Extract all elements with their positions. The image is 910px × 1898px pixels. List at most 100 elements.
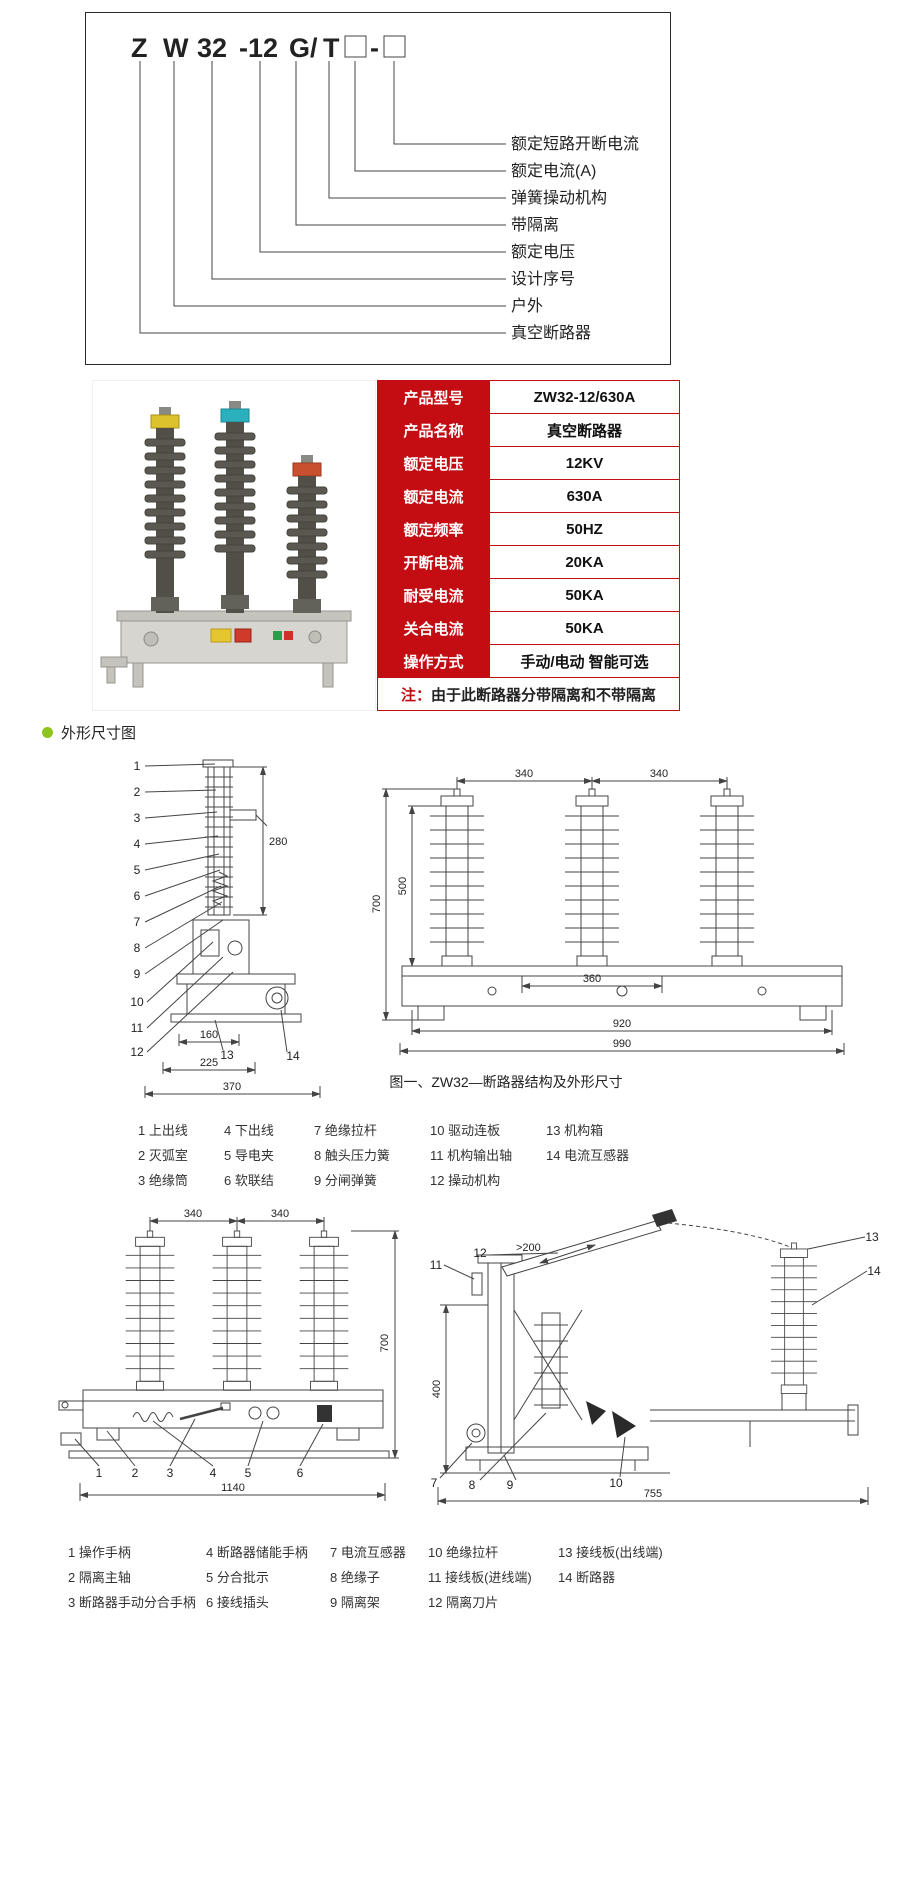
parts-item: 5 导电夹 [224, 1148, 274, 1163]
dim-label: 360 [583, 973, 601, 985]
leader-lines [144, 763, 288, 1053]
spec-label: 开断电流 [377, 545, 490, 579]
part-number: 6 [134, 889, 141, 903]
spec-value: 630A [489, 479, 680, 513]
model-label: 额定电流(A) [511, 162, 596, 180]
parts-item: 10 绝缘拉杆 [428, 1545, 499, 1560]
model-code-dash: - [370, 33, 379, 63]
parts-item: 3 断路器手动分合手柄 [68, 1595, 196, 1610]
parts-item: 9 分闸弹簧 [314, 1173, 377, 1188]
part-number: 10 [609, 1476, 623, 1490]
dim-label: 340 [515, 768, 533, 780]
parts-item: 9 隔离架 [330, 1595, 380, 1610]
photo-pole-left [144, 407, 186, 613]
note-text: 由于此断路器分带隔离和不带隔离 [431, 686, 657, 704]
spec-label: 关合电流 [377, 611, 490, 645]
spec-value: 50KA [489, 578, 680, 612]
front-view-geometry [401, 788, 843, 1021]
front-view-geometry [58, 1230, 390, 1459]
model-label: 设计序号 [511, 270, 575, 288]
part-numbers: 1 2 3 4 5 6 [96, 1466, 304, 1480]
spec-label: 产品型号 [377, 380, 490, 414]
part-number: 9 [134, 967, 141, 981]
part-number: 3 [167, 1466, 174, 1480]
dim-label: 700 [379, 1334, 391, 1352]
side-view-geometry [170, 759, 302, 1023]
parts-column: 13 接线板(出线端) 14 断路器 [558, 1540, 688, 1615]
dim-label: 500 [397, 877, 409, 895]
green-bullet-icon [42, 727, 53, 738]
parts-column: 4 断路器储能手柄 5 分合批示 6 接线插头 [206, 1540, 330, 1615]
part-number: 7 [431, 1476, 438, 1490]
model-code-part: T [323, 33, 340, 63]
spec-value: 12KV [489, 446, 680, 480]
photo-pole-middle [214, 401, 256, 613]
parts-column: 10 驱动连板 11 机构输出轴 12 操动机构 [430, 1118, 546, 1193]
spec-label: 耐受电流 [377, 578, 490, 612]
model-code-part: Z [131, 33, 148, 63]
model-designation-box: Z W 32 -12 G/ T - 额定短路开断电流 额定电流(A) 弹簧操动机… [85, 12, 671, 365]
parts-column: 13 机构箱 14 电流互感器 [546, 1118, 666, 1193]
leader-lines [74, 1418, 324, 1467]
dimension-lines [382, 777, 845, 1055]
parts-item: 2 隔离主轴 [68, 1570, 131, 1585]
fig2-front-drawing: 1 2 3 4 5 6 340 340 700 1140 [55, 1205, 400, 1520]
parts-item: 10 驱动连板 [430, 1123, 501, 1138]
spec-note-row: 注：由于此断路器分带隔离和不带隔离 [377, 677, 680, 711]
spec-row: 操作方式手动/电动 智能可选 [377, 644, 680, 678]
parts-item: 11 机构输出轴 [430, 1148, 513, 1163]
parts-item: 7 绝缘拉杆 [314, 1123, 377, 1138]
model-designation-diagram: Z W 32 -12 G/ T - 额定短路开断电流 额定电流(A) 弹簧操动机… [131, 33, 639, 342]
photo-frame [100, 610, 352, 688]
breaker-photo-illustration [100, 401, 352, 688]
parts-item: 4 断路器储能手柄 [206, 1545, 308, 1560]
part-number: 5 [134, 863, 141, 877]
parts-item: 6 接线插头 [206, 1595, 269, 1610]
parts-column: 1 操作手柄 2 隔离主轴 3 断路器手动分合手柄 [68, 1540, 206, 1615]
part-numbers: 11 12 13 14 7 8 9 10 [430, 1230, 881, 1492]
spec-row: 产品名称真空断路器 [377, 413, 680, 447]
part-number: 7 [134, 915, 141, 929]
parts-item: 12 操动机构 [430, 1173, 501, 1188]
fig2-side-drawing: 11 12 13 14 7 8 9 10 >200 400 755 [420, 1205, 890, 1520]
spec-value: 手动/电动 智能可选 [489, 644, 680, 678]
model-label: 弹簧操动机构 [511, 188, 607, 207]
dim-label: >200 [516, 1242, 541, 1254]
model-label: 真空断路器 [511, 324, 591, 342]
part-number: 1 [96, 1466, 103, 1480]
spec-value: 20KA [489, 545, 680, 579]
part-number: 5 [245, 1466, 252, 1480]
note-prefix: 注： [400, 686, 431, 704]
spec-label: 额定电流 [377, 479, 490, 513]
part-number: 14 [286, 1049, 300, 1063]
parts-item: 12 隔离刀片 [428, 1595, 499, 1610]
part-number: 8 [469, 1478, 476, 1492]
part-numbers: 1 2 3 4 5 6 7 8 9 10 11 12 13 14 [130, 759, 300, 1063]
part-number: 6 [297, 1466, 304, 1480]
dim-label: 160 [200, 1029, 218, 1041]
parts-item: 1 操作手柄 [68, 1545, 131, 1560]
photo-pole-right [286, 455, 328, 613]
parts-item: 8 触头压力簧 [314, 1148, 390, 1163]
dim-label: 1140 [221, 1482, 245, 1494]
part-number: 3 [134, 811, 141, 825]
part-number: 2 [132, 1466, 139, 1480]
side-view-geometry [452, 1209, 859, 1474]
part-number: 13 [865, 1230, 879, 1244]
dim-label: 340 [650, 768, 668, 780]
part-number: 4 [134, 837, 141, 851]
model-code-part: W [163, 33, 189, 63]
part-number: 11 [131, 1021, 144, 1035]
parts-column: 1 上出线 2 灭弧室 3 绝缘筒 [138, 1118, 224, 1193]
model-code-part: 32 [197, 33, 227, 63]
parts-item: 13 机构箱 [546, 1123, 604, 1138]
section-title: 外形尺寸图 [61, 725, 137, 742]
dim-label: 700 [372, 895, 383, 913]
dimension-lines [144, 766, 321, 1098]
part-number: 4 [210, 1466, 217, 1480]
parts-item: 14 电流互感器 [546, 1148, 630, 1163]
